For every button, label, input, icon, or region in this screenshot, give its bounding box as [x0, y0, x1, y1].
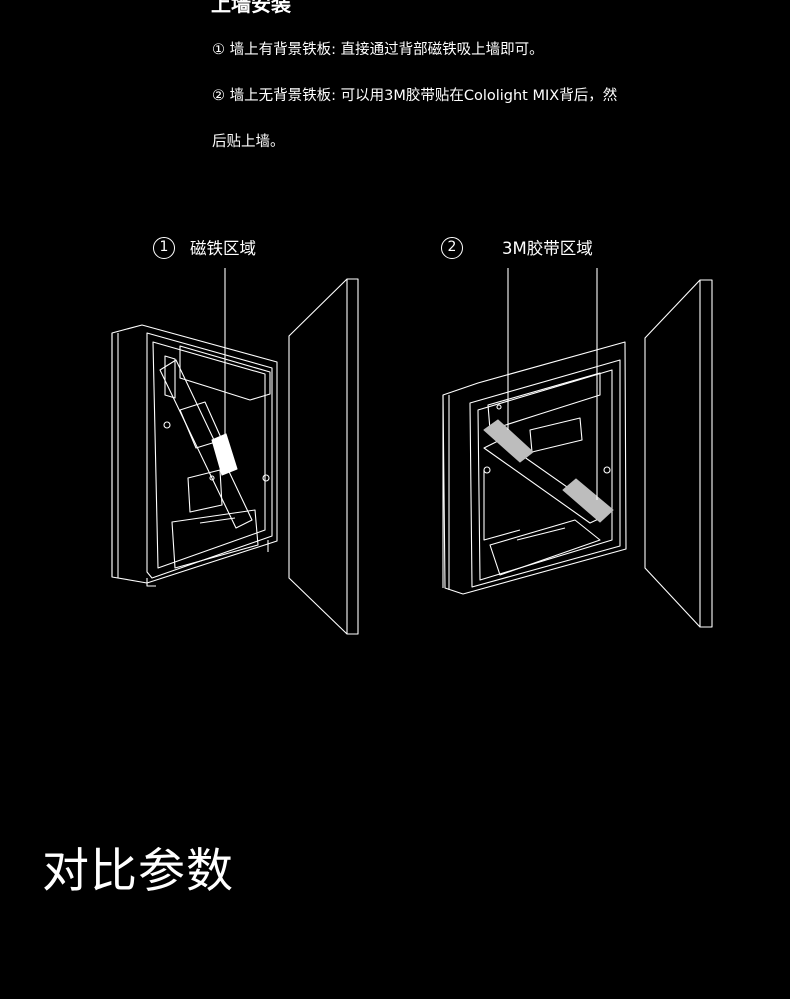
- callout-number-1: 1: [153, 237, 175, 259]
- callout-label-tape-area: 3M胶带区域: [502, 239, 593, 258]
- wall-panel-right: [644, 279, 713, 628]
- install-instruction-3: 后贴上墙。: [212, 134, 285, 150]
- install-instruction-1: ① 墙上有背景铁板: 直接通过背部磁铁吸上墙即可。: [212, 42, 544, 58]
- install-title: 上墙安装: [211, 0, 291, 16]
- callout-label-magnet-area: 磁铁区域: [190, 239, 256, 258]
- wall-panel-left: [288, 278, 359, 635]
- device-right-illustration: [442, 341, 627, 595]
- compare-section-title: 对比参数: [42, 844, 234, 899]
- device-left-illustration: [111, 324, 278, 587]
- install-instruction-2: ② 墙上无背景铁板: 可以用3M胶带贴在Cololight MIX背后，然: [212, 88, 618, 104]
- installation-diagram: [111, 268, 713, 635]
- callout-number-2: 2: [441, 237, 463, 259]
